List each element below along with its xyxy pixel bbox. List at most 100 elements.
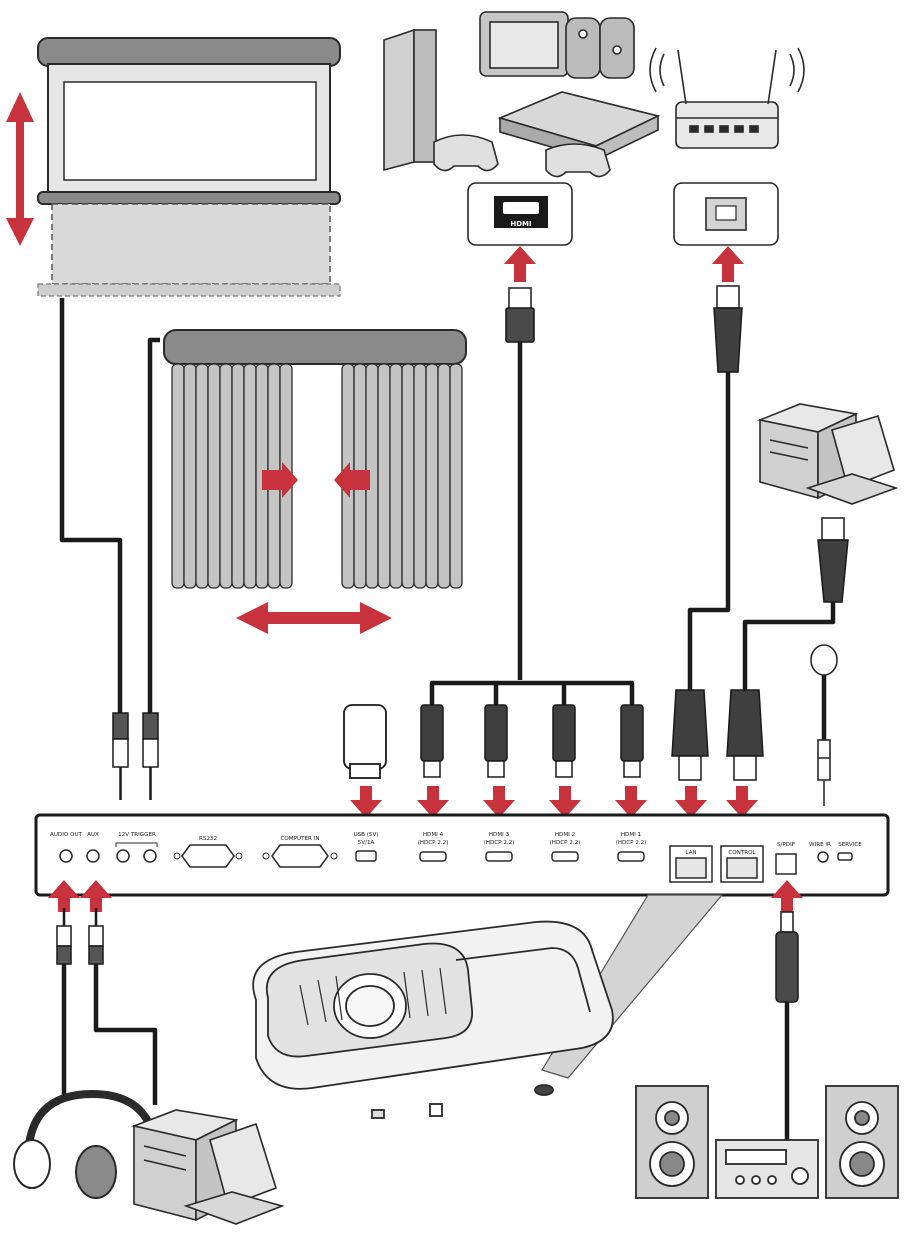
trigger-port-1[interactable] <box>116 849 130 863</box>
down-arrow <box>615 786 647 818</box>
trigger-label: 12V TRIGGER <box>118 832 156 838</box>
control-source-plug <box>817 517 849 603</box>
hdmi-plug-tip <box>487 760 505 778</box>
aux-port[interactable] <box>86 849 100 863</box>
hdmi4-label: HDMI 4 <box>423 832 444 838</box>
hdmi-plug-body <box>552 704 576 762</box>
usb-label: USB (5V) <box>353 832 378 838</box>
curtain-pleat <box>389 363 403 589</box>
hdmi-source-up-arrow <box>504 246 536 282</box>
curtain-pleat <box>207 363 221 589</box>
curtain-pleat <box>219 363 233 589</box>
hdmi1-sub-label: (HDCP 2.2) <box>616 840 647 846</box>
computer-in-port[interactable] <box>271 844 329 868</box>
usb-port[interactable] <box>355 850 377 862</box>
down-arrow <box>549 786 581 818</box>
hdmi-plug-tip <box>423 760 441 778</box>
audio-out-label: AUDIO OUT <box>50 832 83 838</box>
hdmi4-port[interactable] <box>419 851 447 862</box>
curtain-pleat <box>449 363 463 589</box>
panel-input-arrows <box>350 786 758 818</box>
hdmi2-sub-label: (HDCP 2.2) <box>550 840 581 846</box>
lan-label: LAN <box>685 850 696 856</box>
down-arrow <box>350 786 382 818</box>
spdif-plug <box>775 911 799 1003</box>
screen-updown-arrow <box>6 92 34 246</box>
down-arrow <box>675 786 707 818</box>
service-label: SERVICE <box>838 842 862 848</box>
down-arrow <box>726 786 758 818</box>
curtain-close-arrows <box>262 462 370 498</box>
service-port[interactable] <box>837 852 853 861</box>
curtain-pleat <box>437 363 451 589</box>
hdmi3-port[interactable] <box>485 851 513 862</box>
lan-port[interactable] <box>675 857 707 879</box>
curtain-icon <box>163 329 467 589</box>
hdmi-source-port-label: HDMI <box>510 220 531 228</box>
hdmi-panel-plugs <box>420 704 644 778</box>
panel-output-arrows <box>48 880 803 914</box>
curtain-pleat <box>231 363 245 589</box>
cables <box>59 298 836 1140</box>
usb-dongle-icon <box>343 704 387 779</box>
spdif-port[interactable] <box>775 853 797 875</box>
computer-icon <box>757 403 899 505</box>
hdmi3-label: HDMI 3 <box>489 832 510 838</box>
hdmi-source-plug <box>505 287 535 343</box>
aux-label: AUX <box>87 832 99 838</box>
control-port[interactable] <box>726 857 758 879</box>
computer-in-label: COMPUTER IN <box>280 836 319 842</box>
hdmi2-label: HDMI 2 <box>555 832 575 838</box>
spdif-label: S/PDIF <box>777 842 795 848</box>
motorized-screen-icon <box>37 37 341 297</box>
trigger-port-2[interactable] <box>143 849 157 863</box>
ir-receiver-icon <box>810 644 838 806</box>
lan-source-plug <box>713 285 743 373</box>
usb-sub-label: 5V/1A <box>358 840 375 846</box>
curtain-pleat <box>413 363 427 589</box>
wired-ir-port[interactable] <box>817 851 829 863</box>
lan-source-port <box>673 182 779 246</box>
projector-connection-panel: AUDIO OUT AUX 12V TRIGGER RS232 COMPUTER… <box>34 813 890 897</box>
hdmi2-port[interactable] <box>551 851 579 862</box>
hdmi4-sub-label: (HDCP 2.2) <box>418 840 449 846</box>
lan-source-up-arrow <box>712 246 744 282</box>
curtain-pleat <box>425 363 439 589</box>
screen-trigger-cable <box>59 298 123 715</box>
control-cable <box>742 600 836 690</box>
hdmi-plug-body <box>484 704 508 762</box>
curtain-pleat <box>377 363 391 589</box>
rs232-label: RS232 <box>199 836 217 842</box>
hdmi-plug-body <box>620 704 644 762</box>
router-icon <box>649 47 805 149</box>
curtain-pleat <box>401 363 415 589</box>
aux-cable <box>93 960 158 1105</box>
lan-cable <box>687 370 731 690</box>
curtain-pleat <box>171 363 185 589</box>
wired-ir-label: WIRE IR <box>809 842 831 848</box>
rs232-port[interactable] <box>181 844 235 868</box>
hdmi3-sub-label: (HDCP 2.2) <box>484 840 515 846</box>
curtain-leftright-arrow <box>236 602 392 634</box>
down-arrow <box>483 786 515 818</box>
projector-icon <box>252 920 614 1119</box>
down-arrow <box>417 786 449 818</box>
curtain-trigger-cable <box>147 337 160 715</box>
hdmi-plug-tip <box>623 760 641 778</box>
control-label: CONTROL <box>728 850 756 856</box>
hdmi-splitter-cable <box>429 680 635 705</box>
curtain-pleat <box>195 363 209 589</box>
curtain-pleat <box>183 363 197 589</box>
trigger-plugs <box>112 712 159 800</box>
audio-bottom-plugs <box>56 908 104 965</box>
audio-out-port[interactable] <box>59 849 73 863</box>
hdmi-plug-tip <box>555 760 573 778</box>
hdmi-plug-body <box>420 704 444 762</box>
hdmi1-port[interactable] <box>617 851 645 862</box>
hdmi1-label: HDMI 1 <box>621 832 642 838</box>
curtain-pleat <box>243 363 257 589</box>
hdmi-source-port: HDMI <box>467 182 573 246</box>
game-consoles-icon <box>383 11 661 178</box>
